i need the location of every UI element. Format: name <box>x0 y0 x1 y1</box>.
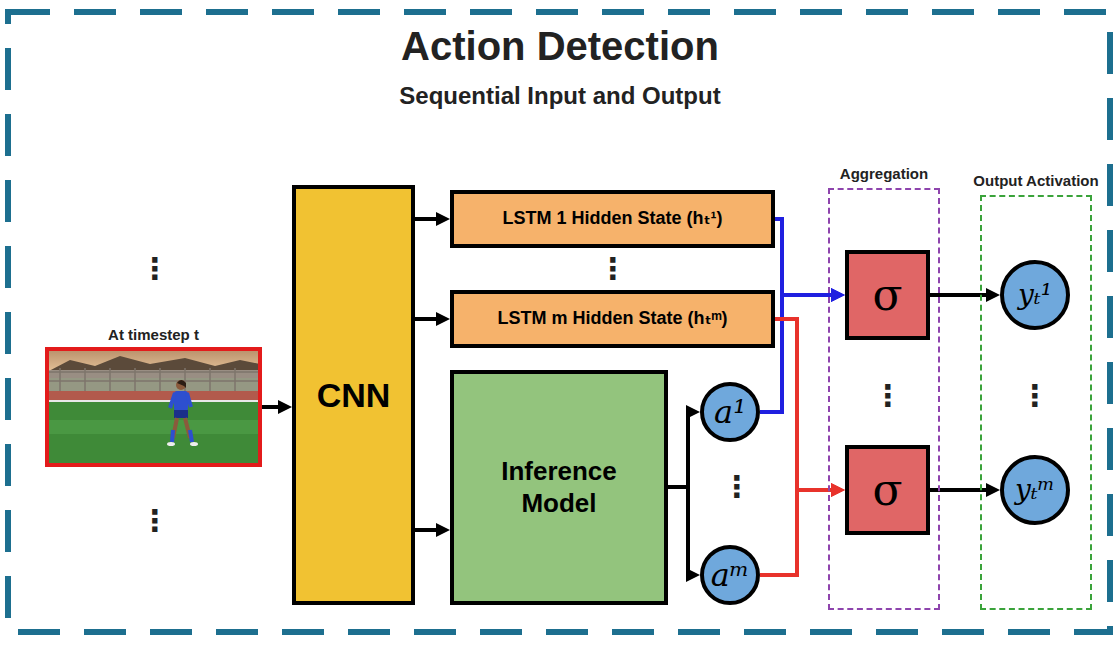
connector-arrow <box>415 217 442 221</box>
action-circle: a¹ <box>700 382 760 442</box>
player <box>167 380 198 446</box>
ellipsis-dots: ⋮ <box>598 251 628 286</box>
connector-arrow <box>668 412 692 487</box>
sigmoid-box: σ <box>845 445 930 535</box>
ellipsis-dots: ⋮ <box>873 378 903 413</box>
node-label: yₜᵐ <box>1015 473 1055 507</box>
connector-arrow <box>415 317 442 321</box>
aggregation-region: Aggregationσσ <box>828 188 940 610</box>
node-label: a¹ <box>714 393 746 431</box>
output-circle: yₜᵐ <box>1000 455 1070 525</box>
field <box>47 349 260 465</box>
circle-shape <box>1002 457 1068 523</box>
input-frame: At timestep t <box>45 347 262 467</box>
fence-posts <box>47 368 260 392</box>
subtitle: Sequential Input and Output <box>399 82 720 110</box>
region-heading: At timestep t <box>29 326 278 343</box>
circle-shape <box>702 384 758 440</box>
track-line <box>47 400 260 402</box>
action-circle: aᵐ <box>700 545 760 605</box>
node-label: LSTM 1 Hidden State (hₜ¹) <box>503 208 723 230</box>
fence <box>47 370 260 391</box>
output-region: Output Activationyₜ¹yₜᵐ <box>980 195 1092 610</box>
circle-shape <box>702 547 758 603</box>
node-label: aᵐ <box>711 556 750 594</box>
cnn-block: CNN <box>292 185 415 605</box>
ellipsis-dots: ⋮ <box>722 469 752 504</box>
node-label: LSTM m Hidden State (hₜᵐ) <box>497 308 727 330</box>
connector-arrow <box>262 405 284 409</box>
node-label: σ <box>872 464 902 517</box>
field-stripe <box>47 420 260 434</box>
region-heading: Aggregation <box>810 165 958 182</box>
track <box>47 391 260 401</box>
video-frame-picture <box>47 349 260 465</box>
ellipsis-dots: ⋮ <box>1020 378 1050 413</box>
lstm-state-box: LSTM 1 Hidden State (hₜ¹) <box>450 190 775 248</box>
diagram-title: Action Detection <box>401 24 719 69</box>
ellipsis-dots: ⋮ <box>140 503 170 538</box>
ellipsis-dots: ⋮ <box>140 251 170 286</box>
outer-dashed-border <box>8 12 1110 632</box>
output-circle: yₜ¹ <box>1000 260 1070 330</box>
connector-arrow <box>760 490 837 575</box>
inference-box: Inference Model <box>450 370 668 605</box>
node-label: yₜ¹ <box>1018 278 1052 312</box>
node-label: σ <box>872 269 902 322</box>
connector-arrow <box>668 487 692 575</box>
node-label: CNN <box>317 375 391 416</box>
lstm-state-box: LSTM m Hidden State (hₜᵐ) <box>450 290 775 348</box>
region-heading: Output Activation <box>962 172 1110 189</box>
sigmoid-box: σ <box>845 250 930 340</box>
circle-shape <box>1002 262 1068 328</box>
connector-arrow <box>415 528 442 532</box>
node-label: Inference Model <box>479 456 639 518</box>
